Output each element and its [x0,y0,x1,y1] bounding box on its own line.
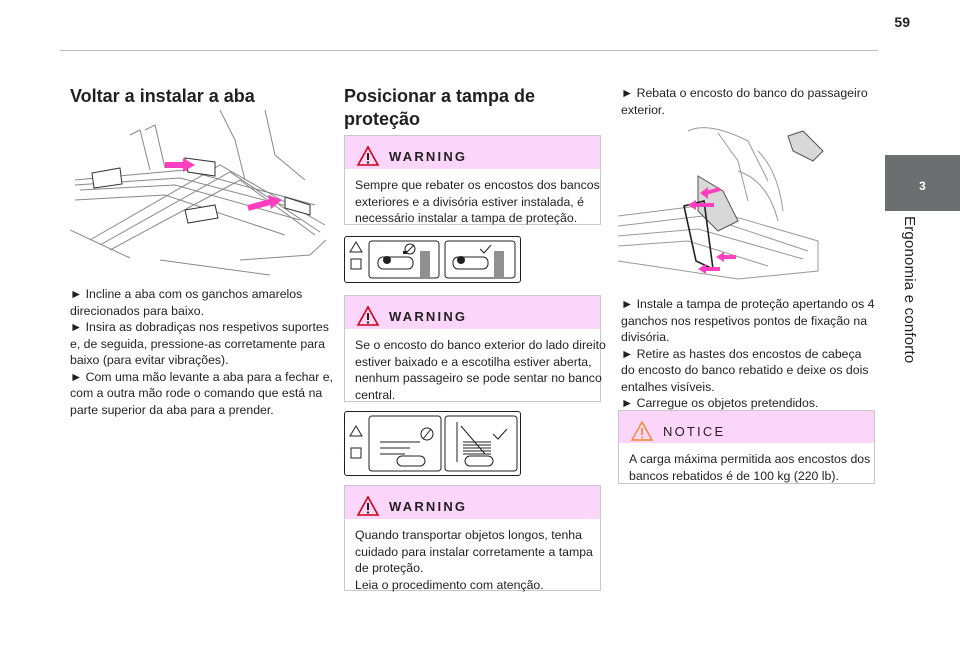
cover-install-instructions: ► Instale a tampa de proteção apertando … [621,296,877,412]
warning-text-line: nenhum passageiro se pode sentar no banc… [355,371,602,385]
flap-reinstall-illustration [69,109,327,278]
instruction-line: ganchos nos respetivos pontos de fixação… [621,313,868,328]
cover-install-illustration [617,121,828,282]
instruction-line: parte superior da aba para a prender. [70,402,274,417]
title-line: Posicionar a tampa de [344,86,536,106]
seat-warning-pictogram-1 [344,236,521,283]
warning-text-line: Se o encosto do banco exterior do lado d… [355,338,606,352]
fold-seat-instruction: ► Rebata o encosto do banco do passageir… [621,85,877,118]
header-rule [60,50,878,51]
instruction-line: exterior. [621,102,665,117]
instruction-line: divisória. [621,330,670,344]
instruction-line: do encosto do banco rebatido e deixe os … [621,363,869,377]
warning-text-line: central. [355,387,396,402]
instruction-line: ► Carregue os objetos pretendidos. [621,396,819,410]
instruction-line: e, de seguida, pressione-as corretamente… [70,336,325,351]
warning-text-line: necessário instalar a tampa de proteção. [355,211,578,225]
instruction-line: direcionados para baixo. [70,303,204,318]
warning-text-line: Quando transportar objetos longos, tenha [355,528,582,542]
notice-text-line: A carga máxima permitida aos encostos do… [629,452,871,466]
warning-callout-1: WARNING Sempre que rebater os encostos d… [344,135,601,225]
instruction-line: ► Instale a tampa de proteção apertando … [621,297,875,311]
notice-label: NOTICE [663,423,726,439]
instruction-line: ► Rebata o encosto do banco do passageir… [621,86,868,100]
warning-label: WARNING [389,308,468,324]
chapter-number: 3 [919,179,926,193]
page-number: 59 [894,14,910,30]
notice-body: A carga máxima permitida aos encostos do… [619,443,874,483]
instruction-line: entalhes visíveis. [621,379,715,394]
warning-triangle-icon [357,306,379,326]
warning-text-line: de proteção. [355,561,424,575]
warning-header: WARNING [357,305,467,327]
notice-header: NOTICE [631,420,725,442]
warning-callout-2: WARNING Se o encosto do banco exterior d… [344,295,606,402]
chapter-tab[interactable]: 3 [885,155,960,211]
warning-text-line: cuidado para instalar corretamente a tam… [355,544,593,559]
warning-header: WARNING [357,145,467,167]
instruction-line: ► Retire as hastes dos encostos de cabeç… [621,346,862,361]
seat-warning-pictogram-2 [344,411,521,476]
warning-text-line: exteriores e a divisória estiver instala… [355,194,584,209]
instruction-line: ► Incline a aba com os ganchos amarelos [70,287,303,301]
title-line: proteção [344,109,421,129]
warning-text-line: estiver baixado e a escotilha estiver ab… [355,354,592,369]
warning-body: Quando transportar objetos longos, tenha… [345,519,600,592]
warning-body: Se o encosto do banco exterior do lado d… [345,329,606,402]
warning-text-line: Leia o procedimento com atenção. [355,577,544,592]
section-title-reinstall-flap: Voltar a instalar a aba [70,86,255,106]
notice-text-line: bancos rebatidos é de 100 kg (220 lb). [629,468,839,483]
warning-text-line: Sempre que rebater os encostos dos banco… [355,178,600,192]
warning-header: WARNING [357,495,467,517]
notice-triangle-icon [631,421,653,441]
notice-callout: NOTICE A carga máxima permitida aos enco… [618,410,875,484]
instruction-line: baixo (para evitar vibrações). [70,353,229,367]
instruction-line: ► Insira as dobradiças nos respetivos su… [70,320,329,334]
instruction-line: com a outra mão rode o comando que está … [70,386,323,400]
chapter-title: Ergonomia e conforto [901,216,918,364]
warning-triangle-icon [357,146,379,166]
warning-label: WARNING [389,148,468,164]
reinstall-instructions: ► Incline a aba com os ganchos amarelos … [70,286,334,418]
instruction-line: ► Com uma mão levante a aba para a fecha… [70,369,334,384]
warning-body: Sempre que rebater os encostos dos banco… [345,169,600,225]
warning-callout-3: WARNING Quando transportar objetos longo… [344,485,601,592]
section-title-position-cover: Posicionar a tampa de proteção [344,85,604,131]
warning-label: WARNING [389,498,468,514]
warning-triangle-icon [357,496,379,516]
